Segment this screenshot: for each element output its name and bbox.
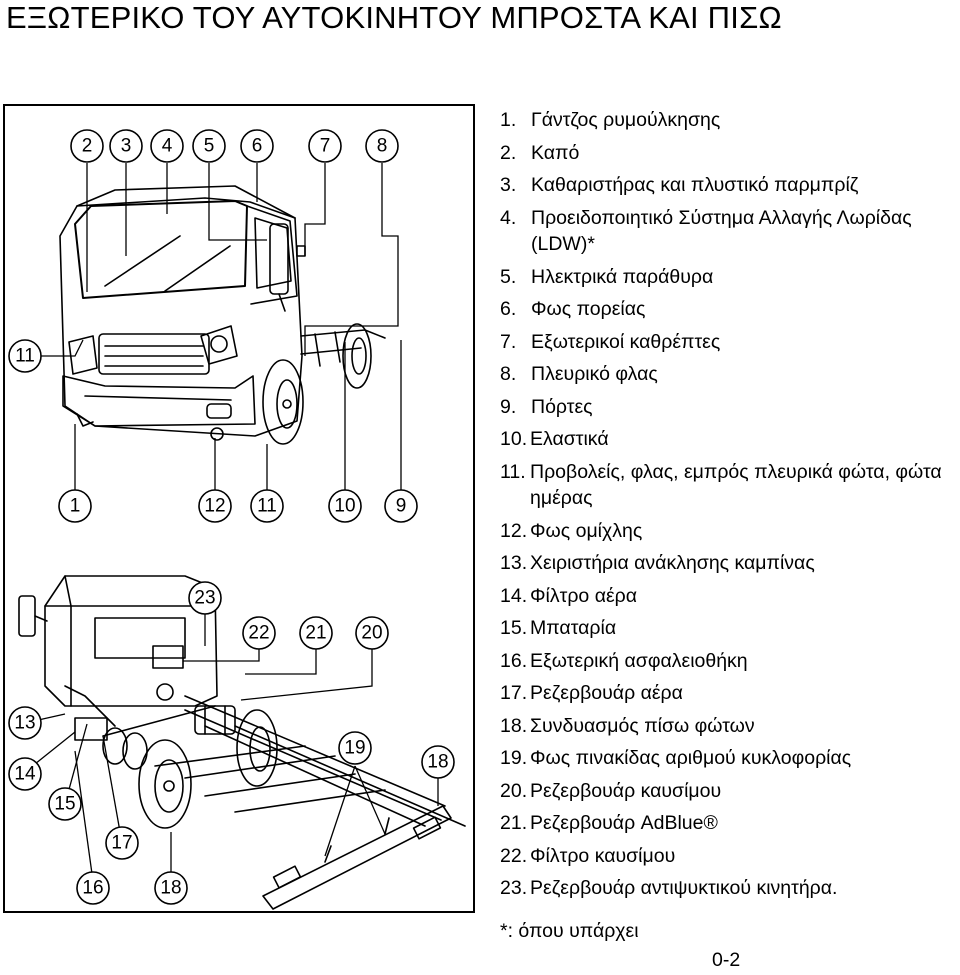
- svg-text:7: 7: [320, 136, 331, 157]
- callout-19: 19: [338, 731, 372, 765]
- callout-16: 16: [76, 871, 110, 905]
- callout-4: 4: [150, 129, 184, 163]
- legend-item: 19.Φως πινακίδας αριθμού κυκλοφορίας: [500, 747, 852, 769]
- chassis-drawing: [18, 575, 466, 910]
- legend-item: 6.Φως πορείας: [500, 298, 646, 320]
- callout-7: 7: [308, 129, 342, 163]
- svg-text:4: 4: [162, 136, 173, 157]
- vehicle-drawing: 2 3 4 5 6 7 8 11 1 12 11 10 9 23 22 21 2…: [8, 129, 466, 910]
- callout-18-right: 18: [421, 745, 455, 779]
- svg-text:18: 18: [427, 752, 448, 773]
- callout-23: 23: [188, 581, 222, 615]
- legend-item: 11.Προβολείς, φλας, εμπρός πλευρικά φώτα…: [500, 460, 942, 509]
- callout-3: 3: [109, 129, 143, 163]
- svg-text:22: 22: [248, 623, 269, 644]
- footnote: *: όπου υπάρχει: [500, 920, 639, 942]
- svg-text:9: 9: [396, 496, 407, 517]
- callout-10: 10: [328, 489, 362, 523]
- legend-item: 5.Ηλεκτρικά παράθυρα: [500, 265, 714, 288]
- callout-21: 21: [299, 616, 333, 650]
- legend-item: 22.Φίλτρο καυσίμου: [500, 844, 676, 867]
- legend-item: 17.Ρεζερβουάρ αέρα: [500, 682, 683, 704]
- callout-9: 9: [384, 489, 418, 523]
- svg-text:6: 6: [252, 136, 263, 157]
- svg-text:19: 19: [344, 738, 365, 759]
- svg-text:1: 1: [70, 496, 81, 517]
- page-title: ΕΞΩΤΕΡΙΚΟ ΤΟΥ ΑΥΤΟΚΙΝΗΤΟΥ ΜΠΡΟΣΤΑ ΚΑΙ ΠΙ…: [6, 0, 782, 35]
- svg-text:11: 11: [15, 346, 35, 367]
- callout-22: 22: [242, 616, 276, 650]
- legend-item: 3.Καθαριστήρας και πλυστικό παρμπρίζ: [500, 174, 859, 196]
- callout-15: 15: [48, 787, 82, 821]
- svg-text:17: 17: [111, 833, 132, 854]
- legend-item: 21.Ρεζερβουάρ AdBlue®: [500, 812, 718, 834]
- leader-lines: [24, 163, 439, 882]
- legend-item: 18.Συνδυασμός πίσω φώτων: [500, 714, 755, 737]
- callout-8: 8: [365, 129, 399, 163]
- callout-5: 5: [192, 129, 226, 163]
- page-number: 0-2: [712, 949, 741, 971]
- legend-item: 9.Πόρτες: [500, 395, 593, 418]
- legend-item: 4.Προειδοποιητικό Σύστημα Αλλαγής Λωρίδα…: [500, 206, 912, 255]
- svg-text:2: 2: [82, 136, 93, 157]
- svg-text:12: 12: [204, 496, 225, 517]
- legend-item: 7.Εξωτερικοί καθρέπτες: [500, 330, 721, 353]
- callout-12: 12: [198, 489, 232, 523]
- callout-18-bottom: 18: [154, 871, 188, 905]
- legend-item: 20.Ρεζερβουάρ καυσίμου: [500, 779, 722, 802]
- svg-text:14: 14: [14, 764, 36, 785]
- legend-item: 8.Πλευρικό φλας: [500, 363, 658, 385]
- svg-text:15: 15: [54, 794, 75, 815]
- legend-item: 23.Ρεζερβουάρ αντιψυκτικού κινητήρα.: [500, 877, 838, 899]
- callout-11-bottom: 11: [250, 489, 284, 523]
- legend-item: 10.Ελαστικά: [500, 428, 609, 450]
- callout-6: 6: [240, 129, 274, 163]
- callout-13: 13: [8, 706, 42, 740]
- callout-11-top: 11: [8, 339, 42, 373]
- svg-text:5: 5: [204, 136, 215, 157]
- legend-item: 13.Χειριστήρια ανάκλησης καμπίνας: [500, 552, 815, 574]
- svg-text:8: 8: [377, 136, 388, 157]
- legend-item: 1.Γάντζος ρυμούλκησης: [500, 109, 721, 131]
- front-truck-drawing: [59, 185, 386, 445]
- callout-17: 17: [105, 826, 139, 860]
- svg-text:13: 13: [14, 713, 35, 734]
- svg-text:16: 16: [82, 878, 103, 899]
- callout-1: 1: [58, 489, 92, 523]
- svg-text:20: 20: [361, 623, 382, 644]
- legend-item: 15.Μπαταρία: [500, 617, 617, 639]
- parts-legend: 1.Γάντζος ρυμούλκησης 2.Καπό 3.Καθαριστή…: [500, 104, 960, 905]
- legend-item: 12.Φως ομίχλης: [500, 519, 643, 542]
- callout-2: 2: [70, 129, 104, 163]
- vehicle-illustration: 2 3 4 5 6 7 8 11 1 12 11 10 9 23 22 21 2…: [3, 104, 475, 913]
- svg-text:18: 18: [160, 878, 181, 899]
- svg-text:3: 3: [121, 136, 132, 157]
- legend-item: 14.Φίλτρο αέρα: [500, 584, 638, 607]
- callout-20: 20: [355, 616, 389, 650]
- legend-item: 16.Εξωτερική ασφαλειοθήκη: [500, 649, 748, 672]
- legend-item: 2.Καπό: [500, 141, 580, 164]
- svg-text:23: 23: [194, 588, 215, 609]
- svg-text:10: 10: [334, 496, 355, 517]
- svg-text:11: 11: [257, 496, 277, 517]
- svg-text:21: 21: [305, 623, 326, 644]
- callout-14: 14: [8, 757, 42, 791]
